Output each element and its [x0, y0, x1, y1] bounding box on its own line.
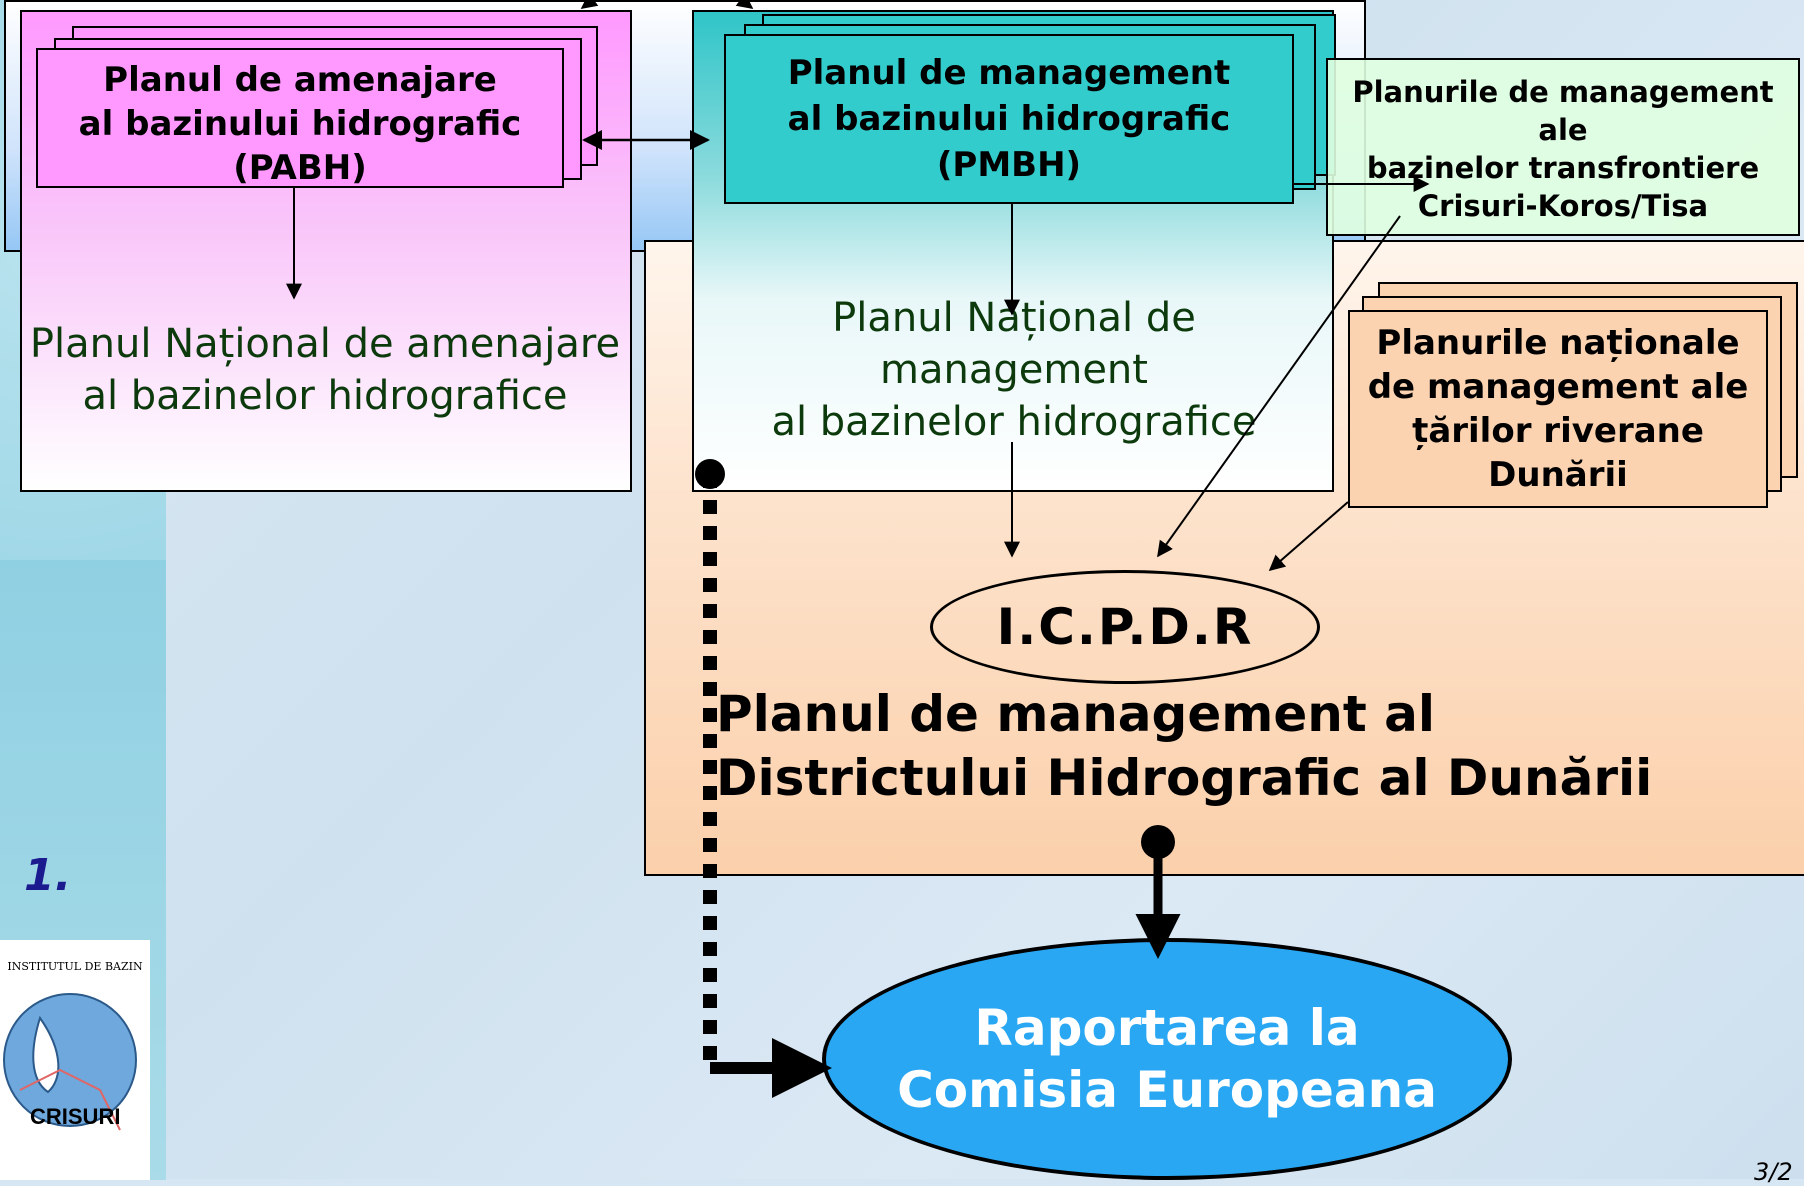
riparian-card: Planurile naționale de management ale ță… — [1348, 310, 1768, 508]
top-arrow-right — [735, 0, 754, 9]
top-arrow-left — [580, 0, 599, 9]
logo-text-bottom: CRISURI — [30, 1104, 120, 1129]
pabh-card: Planul de amenajare al bazinului hidrogr… — [36, 48, 564, 188]
logo-text-top: INSTITUTUL DE BAZIN — [7, 960, 143, 973]
icpdr-ellipse: I.C.P.D.R — [930, 570, 1320, 684]
logo-graphic: INSTITUTUL DE BAZIN CRISURI — [3, 960, 143, 1131]
page-number: 3/2 — [1754, 1158, 1793, 1186]
pmbh-card: Planul de management al bazinului hidrog… — [724, 34, 1294, 204]
transfrontier-to-icpdr-arrow — [1157, 215, 1401, 558]
ec-report-ellipse: Raportarea la Comisia Europeana — [822, 938, 1512, 1180]
danube-district-plan-title: Planul de management al Districtului Hid… — [716, 685, 1653, 807]
transfrontier-card: Planurile de management ale bazinelor tr… — [1326, 58, 1800, 236]
national-amenajare-plan: Planul Național de amenajare al bazinelo… — [29, 321, 621, 419]
riparian-to-icpdr-arrow — [1268, 501, 1349, 572]
institute-logo: INSTITUTUL DE BAZIN CRISURI — [0, 940, 150, 1180]
slide-number-marker: 1. — [24, 850, 72, 901]
